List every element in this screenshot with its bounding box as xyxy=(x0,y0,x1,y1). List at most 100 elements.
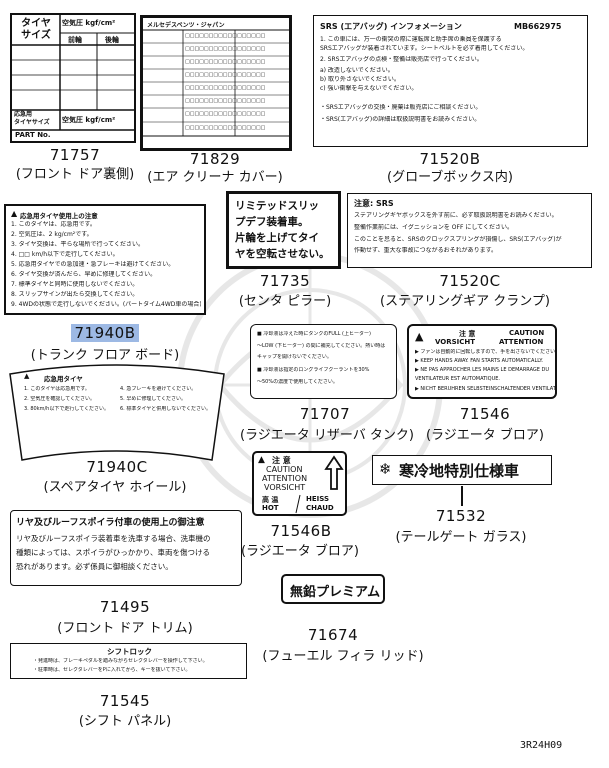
part-no-field: PART No. xyxy=(15,131,51,139)
label-71707: ■ 冷却液は冷えた時にタンクのFULL (上ヒーター) ～LOW (下ヒーター)… xyxy=(250,324,397,399)
srs-title: SRS (エアバッグ) インフォメーション xyxy=(320,22,462,31)
label-line: 1. このタイヤは、応急用です。 xyxy=(11,221,96,228)
warning-triangle-icon: ▲ xyxy=(415,330,424,343)
label-line: ・発進時は、ブレーキペダルを踏みながらセレクタレバーを操作して下さい。 xyxy=(33,658,208,664)
front-label: 前輪 xyxy=(68,36,82,44)
label-line: 作動せず、重大な事故につながるおそれがあります。 xyxy=(354,247,497,254)
label-line: 3. タイヤ交換は、平らな場所で行ってください。 xyxy=(11,241,144,248)
warning-triangle-icon: ▲ xyxy=(24,372,30,380)
caption-71735: (センタ ピラー) xyxy=(238,294,332,309)
spec-line: □□□□□□□□□□□□□□□□□ xyxy=(185,46,266,52)
label-line: ▶ ファンは自動的に回転しますので、手を出さないでください。 xyxy=(415,349,557,355)
label-title: 応急用タイヤ xyxy=(44,375,83,383)
warning-triangle-icon: ▲ xyxy=(258,455,265,465)
label-title: シフトロック xyxy=(107,647,152,656)
leader-71532 xyxy=(461,486,463,506)
warning-triangle-icon: ▲ xyxy=(11,209,18,218)
srs-code: MB662975 xyxy=(514,22,562,31)
label-line: 2. 空気圧は、2 kg/cm²です。 xyxy=(11,231,93,238)
spec-line: □□□□□□□□□□□□□□□□□ xyxy=(185,125,266,131)
srs-line: b) 取り外さないでください。 xyxy=(320,76,400,83)
label-line: ■ 冷却液は指定のロングライフクーラントを30% xyxy=(257,367,370,373)
label-line: 片輪を上げてタイ xyxy=(235,232,319,244)
cold-climate-text: 寒冷地特別仕様車 xyxy=(399,462,520,480)
label-line: ステアリングギヤボックスを外す前に、必ず取扱説明書をお読みください。 xyxy=(354,212,558,219)
unleaded-premium-text: 無鉛プレミアム xyxy=(290,585,381,600)
srs-caution-title: 注意: SRS xyxy=(354,199,394,208)
srs-line: ・SRSエアバッグの交換・廃棄は販売店にご相談ください。 xyxy=(320,104,482,111)
label-line: ▶ NICHT BERUHREN SELBSTEINSCHALTENDER VE… xyxy=(415,386,557,392)
part-no-71546: 71546 xyxy=(459,405,511,423)
part-no-71674: 71674 xyxy=(307,626,359,644)
label-line: VENTILATEUR EST AUTOMATIQUE. xyxy=(415,376,500,382)
label-71757: タイヤ サイズ 空気圧 kgf/cm² 前輪 後輪 応急用 タイヤサイズ 空気圧… xyxy=(10,13,136,143)
srs-line: ・SRS(エアバッグ)の詳細は取扱説明書をお読みください。 xyxy=(320,116,481,123)
tire-size-label: タイヤ サイズ xyxy=(21,18,51,41)
label-line: 5. 応急用タイヤでの急加速・急ブレーキは避けてください。 xyxy=(11,261,175,268)
srs-line: SRSエアバッグが装着されています。シートベルトを必ず着用してください。 xyxy=(320,45,529,52)
label-line: ～LOW (下ヒーター) の間に補充してください。熱い時は xyxy=(257,343,386,349)
label-line: 1. このタイヤは応急用です。 xyxy=(24,386,90,392)
part-no-71940B: 71940B xyxy=(60,324,150,342)
label-71546: ▲ 注 意 CAUTION VORSICHT ATTENTION ▶ ファンは自… xyxy=(407,324,557,399)
spec-line: □□□□□□□□□□□□□□□□□ xyxy=(185,98,266,104)
caution-jp: 注 意 xyxy=(459,330,476,338)
part-no-71940C: 71940C xyxy=(86,458,148,476)
label-line: 3. 80km/h以下で走行してください。 xyxy=(24,406,110,412)
spec-line: □□□□□□□□□□□□□□□□□ xyxy=(185,85,266,91)
caption-71674: (フューエル フィラ リッド) xyxy=(262,649,424,664)
label-71495: リヤ及びルーフスポイラ付車の使用上の御注意 リヤ及びルーフスポイラ装着車を洗車す… xyxy=(10,510,242,586)
up-arrow-icon xyxy=(324,455,344,490)
caption-71545: (シフト パネル) xyxy=(78,714,172,729)
label-line: 4. 急ブレーキを避けてください。 xyxy=(120,386,197,392)
label-71940C-outline xyxy=(9,364,225,461)
label-71829: メルセデスベンツ・ジャパン □□□□□□□□□□□□□□□□□ □□□□□□□□… xyxy=(140,15,292,151)
part-no-71829: 71829 xyxy=(189,150,241,168)
part-no-71735: 71735 xyxy=(259,272,311,290)
part-no-71520B: 71520B xyxy=(419,150,481,168)
part-no-71707: 71707 xyxy=(299,405,351,423)
label-line: ・駐車時は、セレクタレバーをPに入れてから、キーを抜いて下さい。 xyxy=(33,667,191,673)
hot-en: HOT xyxy=(262,504,279,512)
spec-line: □□□□□□□□□□□□□□□□□ xyxy=(185,111,266,117)
hot-fr: CHAUD xyxy=(306,504,334,512)
label-line: リミテッドスリッ xyxy=(235,200,319,212)
part-no-71546B: 71546B xyxy=(270,522,332,540)
caution-fr: ATTENTION xyxy=(499,338,544,346)
label-71940B: ▲ 応急用タイヤ使用上の注意 1. このタイヤは、応急用です。 2. 空気圧は、… xyxy=(4,204,206,315)
caution-jp: 注 意 xyxy=(272,456,291,465)
label-line: ▶ NE PAS APPROCHER LES MAINS LE DEMARRAG… xyxy=(415,367,550,373)
label-line: 6. 標準タイヤと併用しないでください。 xyxy=(120,406,210,412)
caution-line: VORSICHT xyxy=(264,483,306,492)
caption-71520B: (グローブボックス内) xyxy=(387,170,513,185)
caption-71940B: (トランク フロア ボード) xyxy=(30,348,180,363)
label-line: 5. 早めに修理してください。 xyxy=(120,396,187,402)
spec-line: □□□□□□□□□□□□□□□□□ xyxy=(185,72,266,78)
caption-71520C: (ステアリングギア クランプ) xyxy=(380,294,550,309)
label-71520C: 注意: SRS ステアリングギヤボックスを外す前に、必ず取扱説明書をお読みくださ… xyxy=(347,193,592,268)
label-line: ■ 冷却液は冷えた時にタンクのFULL (上ヒーター) xyxy=(257,331,371,337)
caption-71829: (エア クリーナ カバー) xyxy=(147,170,283,185)
label-line: キャップを開けないでください。 xyxy=(257,354,332,360)
label-line: 4. □□ km/h以下で走行してください。 xyxy=(11,251,119,258)
caption-71532: (テールゲート ガラス) xyxy=(395,530,527,545)
caption-71546: (ラジエータ ブロア) xyxy=(425,428,545,443)
label-71532: ❄ 寒冷地特別仕様車 xyxy=(372,455,552,485)
spare-pressure-label: 空気圧 kgf/cm² xyxy=(62,116,116,124)
label-line: 種類によっては、スポイラがひっかかり、車両を傷つける xyxy=(16,548,210,557)
label-line: 9. 4WDの状態で走行しないでください。(パートタイム4WD車の場合) xyxy=(11,301,201,308)
part-no-71520C: 71520C xyxy=(439,272,501,290)
caption-71707: (ラジエータ リザーバ タンク) xyxy=(239,428,415,443)
label-71520B: SRS (エアバッグ) インフォメーション MB662975 1. この車には、… xyxy=(313,15,588,147)
caption-71757: (フロント ドア裏側) xyxy=(15,167,135,182)
highlighted-part-no: 71940B xyxy=(71,324,139,342)
part-no-71495: 71495 xyxy=(99,598,151,616)
figure-code: 3R24H09 xyxy=(520,740,563,751)
label-71546B: ▲ 注 意 CAUTION ATTENTION VORSICHT 高 温 HOT… xyxy=(252,451,347,516)
srs-line: a) 改造しないでください。 xyxy=(320,67,394,74)
srs-line: 1. この車には、万一の衝突の際に運転席と助手席の乗員を保護する xyxy=(320,36,502,43)
label-line: 6. タイヤ交換が済んだら、早めに修理してください。 xyxy=(11,271,157,278)
spare-tire-size-label: 応急用 タイヤサイズ xyxy=(14,111,50,126)
label-71940C: ▲ 応急用タイヤ 1. このタイヤは応急用です。 2. 空気圧を確認してください… xyxy=(24,372,210,452)
part-no-71545: 71545 xyxy=(99,692,151,710)
